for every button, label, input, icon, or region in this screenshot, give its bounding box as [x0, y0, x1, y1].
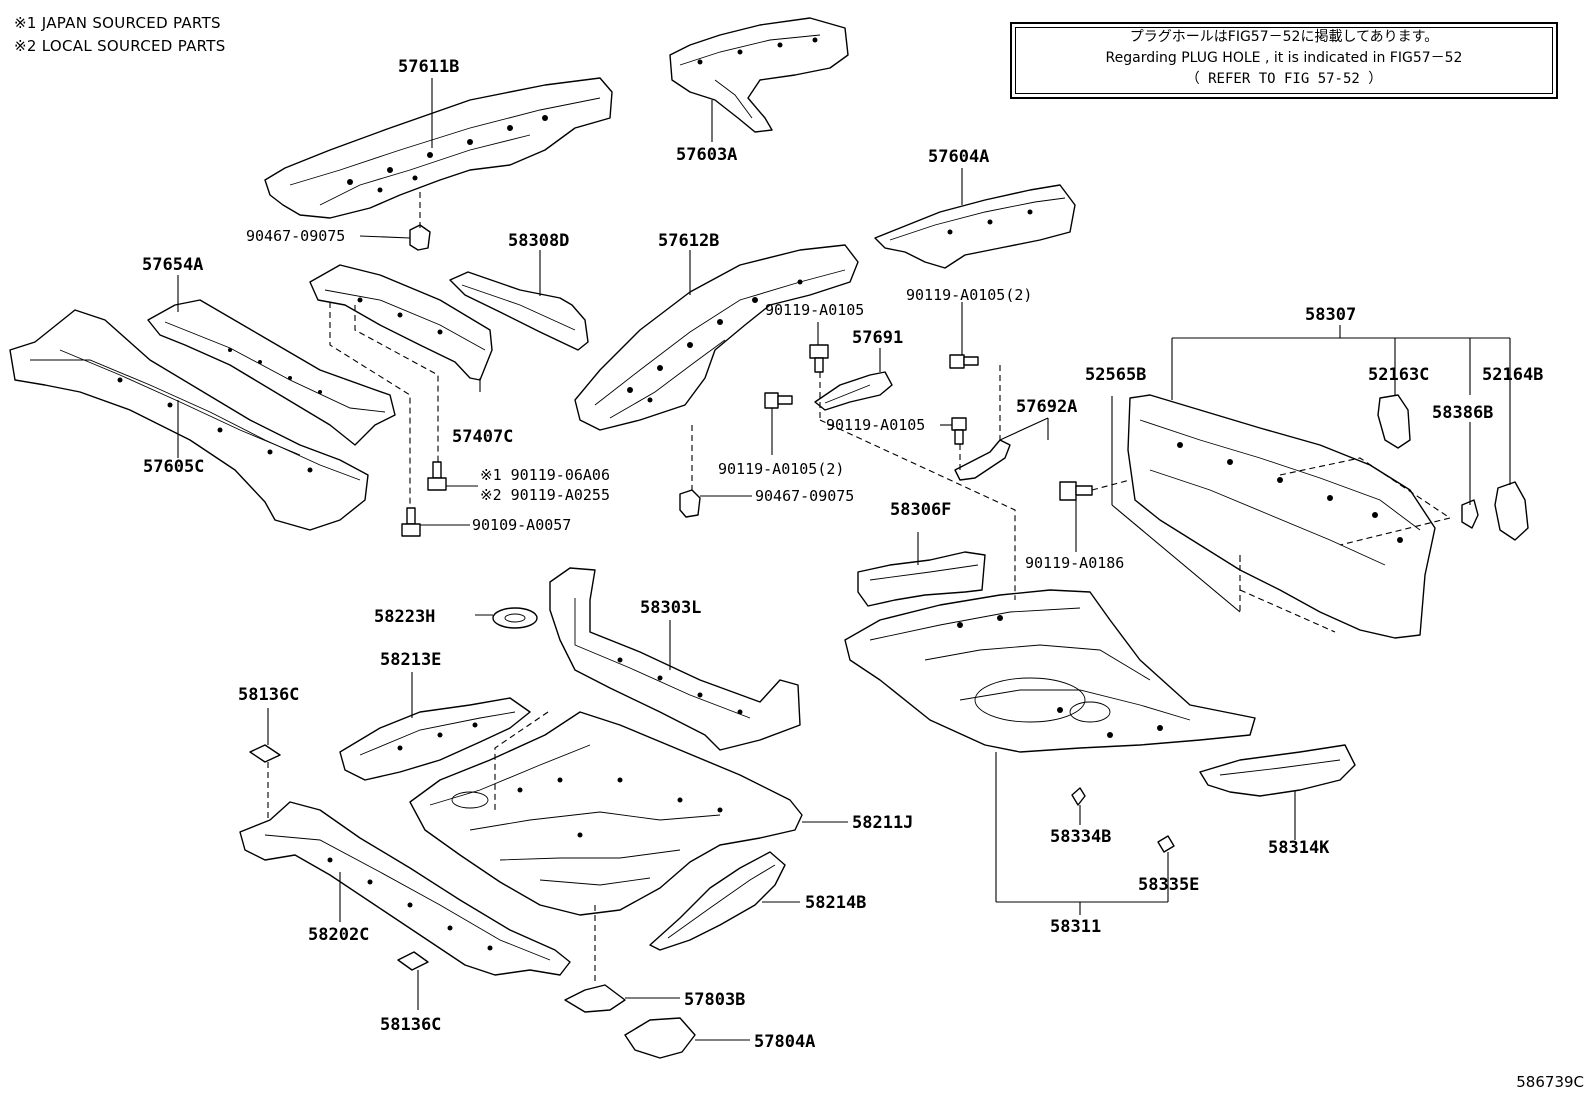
label-90467-09075-lower[interactable]: 90467-09075 [755, 487, 854, 505]
part-57612b-shape[interactable] [574, 244, 859, 431]
part-58306f-shape[interactable] [857, 551, 986, 607]
label-90119-a0105-2-lower[interactable]: 90119-A0105(2) [718, 460, 844, 478]
part-52163c-shape[interactable] [1377, 394, 1411, 449]
label-90119-a0105-upper[interactable]: 90119-A0105 [765, 301, 864, 319]
part-58213e-shape[interactable] [339, 697, 531, 781]
bolt-90119-a0186-icon[interactable] [1059, 481, 1093, 501]
label-90119-a0255[interactable]: ※2 90119-A0255 [480, 486, 610, 504]
nut-90467-09075-upper-icon[interactable] [409, 224, 431, 251]
label-58311[interactable]: 58311 [1050, 917, 1101, 937]
part-58307-shape[interactable] [1127, 394, 1436, 639]
label-58202c[interactable]: 58202C [308, 925, 369, 945]
label-58334b[interactable]: 58334B [1050, 827, 1111, 847]
notice-english: Regarding PLUG HOLE , it is indicated in… [1105, 50, 1463, 66]
part-57407c-shape[interactable] [309, 264, 493, 381]
label-90467-09075-upper[interactable]: 90467-09075 [246, 227, 345, 245]
part-57605c-shape[interactable] [9, 309, 369, 531]
part-58303l-shape[interactable] [549, 567, 801, 751]
diagram-id: 586739C [1516, 1073, 1584, 1091]
part-58334b-shape[interactable] [1071, 787, 1086, 806]
part-58335e-shape[interactable] [1157, 835, 1175, 853]
legend-japan-sourced: ※1 JAPAN SOURCED PARTS [14, 14, 221, 32]
bolt-90119-a0105-lower-icon[interactable] [951, 417, 967, 445]
part-52164b-shape[interactable] [1494, 481, 1529, 541]
label-52565b[interactable]: 52565B [1085, 365, 1146, 385]
part-57603a-shape[interactable] [669, 17, 849, 133]
label-58306f[interactable]: 58306F [890, 500, 951, 520]
label-57691[interactable]: 57691 [852, 328, 903, 348]
part-58202c-shape[interactable] [239, 801, 571, 976]
label-52164b[interactable]: 52164B [1482, 365, 1543, 385]
label-57603a[interactable]: 57603A [676, 145, 737, 165]
part-58386b-shape[interactable] [1461, 499, 1479, 529]
legend: ※1 JAPAN SOURCED PARTS ※2 LOCAL SOURCED … [14, 12, 226, 58]
label-58303l[interactable]: 58303L [640, 598, 701, 618]
label-58335e[interactable]: 58335E [1138, 875, 1199, 895]
label-57605c[interactable]: 57605C [143, 457, 204, 477]
part-57611b-shape[interactable] [264, 77, 613, 219]
label-57654a[interactable]: 57654A [142, 255, 203, 275]
nut-90467-09075-lower-icon[interactable] [679, 489, 701, 518]
notice-reference-link[interactable]: （ REFER TO FIG 57-52 ） [1185, 71, 1383, 87]
label-57804a[interactable]: 57804A [754, 1032, 815, 1052]
label-58136c-upper[interactable]: 58136C [238, 685, 299, 705]
label-58386b[interactable]: 58386B [1432, 403, 1493, 423]
bolt-90109-a0057-icon[interactable] [401, 507, 421, 537]
leader-lines [177, 78, 1511, 1041]
label-58314k[interactable]: 58314K [1268, 838, 1330, 858]
part-58223h-shape[interactable] [492, 607, 538, 629]
part-57803b-shape[interactable] [564, 984, 626, 1013]
notice-japanese: プラグホールはFIG57－52に掲載してあります。 [1129, 29, 1439, 45]
dashed-lines [267, 192, 1452, 985]
label-90119-06a06[interactable]: ※1 90119-06A06 [480, 466, 610, 484]
label-57604a[interactable]: 57604A [928, 147, 989, 167]
label-58136c-lower[interactable]: 58136C [380, 1015, 441, 1035]
part-57804a-shape[interactable] [624, 1017, 696, 1059]
part-58214b-shape[interactable] [649, 851, 786, 951]
part-58211j-shape[interactable] [409, 711, 803, 916]
bolt-90119-a0105-icon[interactable] [809, 344, 829, 373]
part-57654a-shape[interactable] [147, 299, 396, 446]
part-58136c-upper-shape[interactable] [249, 744, 281, 763]
part-58314k-shape[interactable] [1199, 744, 1356, 797]
label-90109-a0057[interactable]: 90109-A0057 [472, 516, 571, 534]
bolt-90119-a0105-2-right-icon[interactable] [949, 354, 979, 369]
label-58211j[interactable]: 58211J [852, 813, 913, 833]
part-labels: 57611B 57603A 57604A 90467-09075 58308D … [142, 57, 1543, 1052]
label-57612b[interactable]: 57612B [658, 231, 719, 251]
label-58214b[interactable]: 58214B [805, 893, 866, 913]
part-58311-shape[interactable] [844, 589, 1256, 753]
label-57407c[interactable]: 57407C [452, 427, 513, 447]
label-58213e[interactable]: 58213E [380, 650, 441, 670]
label-57611b[interactable]: 57611B [398, 57, 459, 77]
label-57803b[interactable]: 57803B [684, 990, 745, 1010]
part-57604a-shape[interactable] [874, 184, 1076, 269]
label-52163c[interactable]: 52163C [1368, 365, 1429, 385]
label-58308d[interactable]: 58308D [508, 231, 569, 251]
plug-hole-notice: プラグホールはFIG57－52に掲載してあります。 Regarding PLUG… [1010, 22, 1558, 99]
part-58136c-lower-shape[interactable] [397, 951, 429, 971]
part-58308d-shape[interactable] [449, 271, 589, 351]
label-58307[interactable]: 58307 [1305, 305, 1356, 325]
part-57692a-shape[interactable] [954, 439, 1011, 481]
legend-local-sourced: ※2 LOCAL SOURCED PARTS [14, 37, 226, 55]
label-90119-a0105-2-upper[interactable]: 90119-A0105(2) [906, 286, 1032, 304]
label-58223h[interactable]: 58223H [374, 607, 435, 627]
bolt-90119-06a06-icon[interactable] [427, 461, 447, 491]
bolt-90119-a0105-2-left-icon[interactable] [764, 392, 793, 409]
label-57692a[interactable]: 57692A [1016, 397, 1077, 417]
label-90119-a0105-lower[interactable]: 90119-A0105 [826, 416, 925, 434]
label-90119-a0186[interactable]: 90119-A0186 [1025, 554, 1124, 572]
part-57691-shape[interactable] [814, 371, 893, 411]
